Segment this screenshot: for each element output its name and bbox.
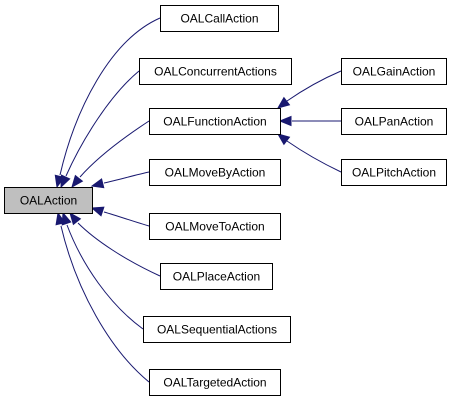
- node-label: OALMoveByAction: [165, 166, 266, 180]
- edge-call-to-root: [54, 17, 161, 189]
- node-concurrent[interactable]: OALConcurrentActions: [139, 58, 292, 85]
- edge-line: [103, 171, 150, 184]
- arrowhead-icon: [278, 115, 292, 127]
- edge-pan-to-function: [278, 115, 341, 127]
- node-function[interactable]: OALFunctionAction: [149, 108, 281, 135]
- node-box[interactable]: [149, 108, 281, 135]
- arrowhead-icon: [71, 174, 84, 189]
- node-place[interactable]: OALPlaceAction: [160, 263, 273, 290]
- node-label: OALCallAction: [180, 12, 258, 26]
- node-box[interactable]: [341, 58, 447, 85]
- node-box[interactable]: [341, 108, 447, 135]
- node-label: OALConcurrentActions: [154, 65, 277, 79]
- node-label: OALPanAction: [355, 115, 434, 129]
- node-moveby[interactable]: OALMoveByAction: [149, 159, 281, 186]
- nodes-layer: OALAction OALCallActionOALConcurrentActio…: [4, 5, 447, 396]
- node-pitch[interactable]: OALPitchAction: [341, 159, 447, 186]
- node-label: OALMoveToAction: [165, 220, 264, 234]
- edge-pitch-to-function: [276, 133, 342, 173]
- arrowhead-icon: [90, 206, 105, 217]
- node-box[interactable]: [139, 58, 292, 85]
- node-label: OALPlaceAction: [173, 270, 260, 284]
- arrowhead-icon: [90, 178, 105, 189]
- edge-line: [66, 224, 144, 330]
- edge-place-to-root: [69, 211, 161, 277]
- node-box[interactable]: [160, 5, 279, 32]
- arrowhead-icon: [276, 96, 291, 109]
- edge-moveby-to-root: [90, 171, 150, 189]
- node-label: OALPitchAction: [352, 166, 436, 180]
- node-box[interactable]: [149, 159, 281, 186]
- node-label: OALTargetedAction: [163, 376, 266, 390]
- node-box[interactable]: [143, 316, 291, 343]
- edge-function-to-root: [71, 120, 150, 189]
- node-label: OALAction: [20, 194, 77, 208]
- node-call[interactable]: OALCallAction: [160, 5, 279, 32]
- edge-line: [60, 225, 150, 383]
- arrowhead-icon: [60, 174, 71, 189]
- arrowhead-icon: [55, 211, 66, 226]
- node-box[interactable]: [341, 159, 447, 186]
- edge-concurrent-to-root: [60, 70, 140, 189]
- edge-targeted-to-root: [55, 211, 150, 383]
- arrowhead-icon: [276, 133, 291, 146]
- node-targeted[interactable]: OALTargetedAction: [149, 369, 281, 396]
- node-label: OALFunctionAction: [163, 115, 266, 129]
- node-moveto[interactable]: OALMoveToAction: [149, 213, 281, 240]
- edge-line: [286, 140, 342, 173]
- edge-line: [59, 17, 161, 176]
- node-gain[interactable]: OALGainAction: [341, 58, 447, 85]
- node-pan[interactable]: OALPanAction: [341, 108, 447, 135]
- node-label: OALGainAction: [353, 65, 436, 79]
- arrowhead-icon: [69, 211, 82, 226]
- node-root[interactable]: OALAction: [4, 187, 93, 214]
- node-sequential[interactable]: OALSequentialActions: [143, 316, 291, 343]
- edge-line: [65, 70, 140, 177]
- node-box[interactable]: [149, 213, 281, 240]
- node-box[interactable]: [4, 187, 93, 214]
- node-label: OALSequentialActions: [157, 323, 277, 337]
- edge-gain-to-function: [276, 70, 342, 109]
- edges-layer: [54, 17, 342, 383]
- edge-line: [77, 222, 161, 277]
- edge-line: [103, 211, 150, 227]
- edge-moveto-to-root: [90, 206, 150, 227]
- node-box[interactable]: [160, 263, 273, 290]
- edge-line: [286, 70, 342, 102]
- node-box[interactable]: [149, 369, 281, 396]
- edge-line: [79, 120, 150, 178]
